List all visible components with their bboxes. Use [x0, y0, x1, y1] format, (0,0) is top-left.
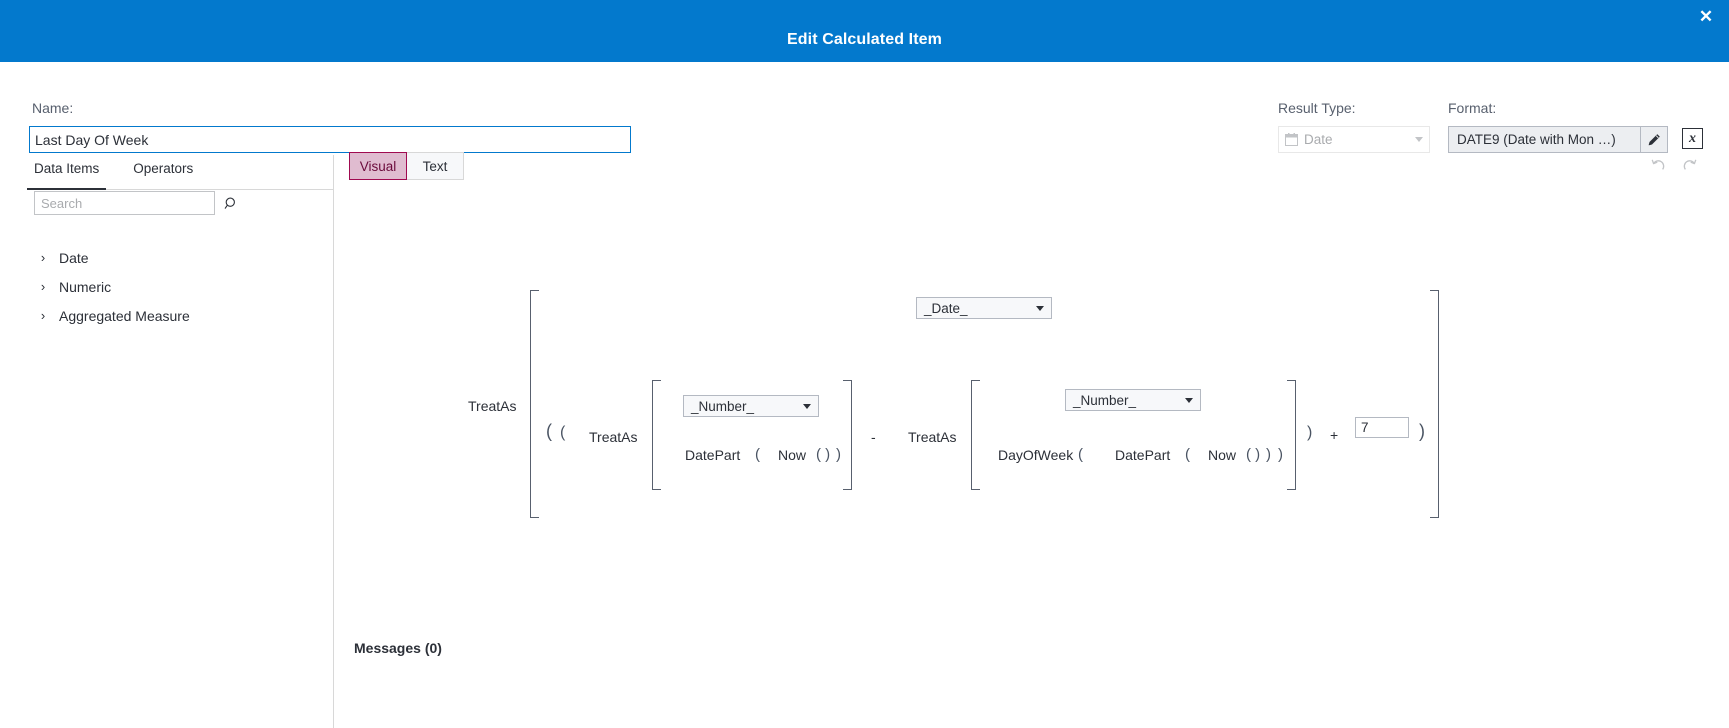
- formula-dropdown-number-right-value: _Number_: [1073, 392, 1137, 408]
- page-title: Edit Calculated Item: [787, 31, 942, 48]
- tree-node-label: Numeric: [59, 278, 112, 295]
- formula-token-dayofweek[interactable]: DayOfWeek: [998, 447, 1074, 463]
- formula-paren-open-2: (: [560, 424, 566, 441]
- result-type-select[interactable]: Date: [1278, 126, 1430, 153]
- tree-node-label: Aggregated Measure: [59, 307, 190, 324]
- formula-operator-plus[interactable]: +: [1330, 427, 1339, 443]
- tree-node-numeric[interactable]: › Numeric: [36, 272, 336, 301]
- result-type-label: Result Type:: [1278, 100, 1356, 116]
- search-icon[interactable]: [223, 192, 238, 214]
- mode-button-visual[interactable]: Visual: [349, 152, 407, 180]
- chevron-right-icon: ›: [40, 278, 46, 294]
- dialog-title-bar: Edit Calculated Item ✕: [0, 0, 1729, 62]
- formula-dropdown-number-right[interactable]: _Number_: [1065, 389, 1201, 411]
- panel-tabs: Data Items Operators: [26, 160, 350, 190]
- chevron-down-icon: [1415, 137, 1423, 142]
- formula-paren-close-inner: ): [1307, 424, 1313, 441]
- search-input[interactable]: [35, 192, 223, 214]
- formula-operator-minus[interactable]: -: [871, 429, 876, 445]
- tab-operators[interactable]: Operators: [133, 161, 194, 176]
- editor-mode-toggle: Visual Text: [349, 152, 464, 180]
- formula-token-treatas-left[interactable]: TreatAs: [589, 429, 638, 445]
- formula-token-treatas-outer[interactable]: TreatAs: [468, 398, 517, 414]
- formula-dropdown-date-value: _Date_: [924, 300, 968, 316]
- formula-paren-now-right: ( ): [1246, 446, 1261, 463]
- name-label: Name:: [32, 100, 74, 116]
- expression-fx-button[interactable]: x: [1682, 128, 1703, 149]
- formula-paren-dayofweek-open: (: [1078, 446, 1083, 463]
- formula-paren-dayofweek-close: ): [1278, 446, 1283, 463]
- undo-icon[interactable]: [1648, 155, 1668, 175]
- formula-dropdown-number-left[interactable]: _Number_: [683, 395, 819, 417]
- formula-canvas[interactable]: TreatAs _Date_ ( ( TreatAs _Number_ Date…: [334, 186, 1729, 636]
- tree-node-label: Date: [59, 249, 89, 266]
- calendar-icon: [1285, 133, 1298, 146]
- formula-dropdown-date[interactable]: _Date_: [916, 297, 1052, 319]
- formula-bracket-left-operand-open: [652, 380, 661, 490]
- formula-paren-datepart-left-open: (: [755, 446, 760, 463]
- name-input[interactable]: [29, 126, 631, 153]
- formula-paren-now-left: ( ): [816, 446, 831, 463]
- formula-token-now-left[interactable]: Now: [778, 447, 807, 463]
- redo-icon[interactable]: [1680, 155, 1700, 175]
- formula-token-now-right[interactable]: Now: [1208, 447, 1237, 463]
- result-type-value: Date: [1304, 132, 1333, 147]
- formula-paren-datepart-right-close: ): [1266, 446, 1271, 463]
- panel-divider: [333, 155, 334, 728]
- name-input-wrapper: [29, 126, 631, 153]
- data-items-panel: Data Items Operators › Date › Numeric: [0, 155, 366, 728]
- chevron-right-icon: ›: [40, 307, 46, 323]
- chevron-down-icon: [803, 403, 811, 409]
- formula-bracket-left-operand-close: [843, 380, 852, 490]
- format-label: Format:: [1448, 100, 1497, 116]
- formula-paren-open-1: (: [546, 421, 552, 441]
- formula-paren-close-outer: ): [1419, 421, 1425, 441]
- format-control-group: DATE9 (Date with Mon …): [1448, 126, 1668, 153]
- formula-dropdown-number-left-value: _Number_: [691, 398, 755, 414]
- formula-paren-datepart-right-open: (: [1185, 446, 1190, 463]
- tree-node-aggregated-measure[interactable]: › Aggregated Measure: [36, 301, 336, 330]
- formula-bracket-outer-right: [1430, 290, 1439, 518]
- chevron-down-icon: [1036, 305, 1044, 311]
- formula-token-datepart-right[interactable]: DatePart: [1115, 447, 1171, 463]
- search-box: [34, 191, 235, 215]
- formula-number-input[interactable]: [1355, 417, 1409, 438]
- formula-bracket-right-operand-close: [1287, 380, 1296, 490]
- close-icon[interactable]: ✕: [1698, 7, 1714, 26]
- tree-node-date[interactable]: › Date: [36, 243, 336, 272]
- format-edit-button[interactable]: [1640, 126, 1668, 153]
- chevron-down-icon: [1185, 397, 1193, 403]
- messages-header[interactable]: Messages (0): [354, 640, 442, 656]
- undo-redo-group: [1648, 155, 1700, 175]
- formula-paren-datepart-left-close: ): [836, 446, 841, 463]
- formula-token-datepart-left[interactable]: DatePart: [685, 447, 741, 463]
- mode-button-text[interactable]: Text: [406, 152, 464, 180]
- formula-bracket-outer-left: [530, 290, 539, 518]
- format-value[interactable]: DATE9 (Date with Mon …): [1448, 126, 1640, 153]
- chevron-right-icon: ›: [40, 249, 46, 265]
- pencil-icon: [1647, 133, 1661, 147]
- data-items-tree: › Date › Numeric › Aggregated Measure: [36, 243, 336, 330]
- formula-bracket-right-operand-open: [971, 380, 980, 490]
- formula-token-treatas-right[interactable]: TreatAs: [908, 429, 957, 445]
- tab-data-items[interactable]: Data Items: [26, 160, 107, 190]
